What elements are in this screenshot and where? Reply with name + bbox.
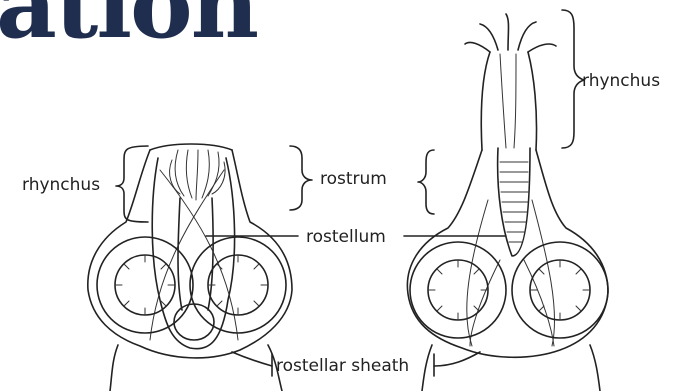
left-scolex-drawing [88, 144, 292, 391]
right-scolex-drawing [407, 14, 608, 391]
label-rostrum: rostrum [320, 169, 387, 189]
label-rostellar-sheath: rostellar sheath [276, 356, 409, 376]
rhynchus-left-bracket [116, 146, 148, 222]
sheath-leader-right [434, 352, 480, 366]
label-rostellum: rostellum [306, 227, 386, 247]
sheath-leader-left [232, 352, 272, 366]
label-rhynchus-left: rhynchus [22, 175, 100, 195]
rostrum-right-bracket [418, 150, 434, 214]
rostrum-bracket [290, 146, 312, 210]
label-rhynchus-right: rhynchus [582, 71, 660, 91]
rhynchus-right-bracket [562, 10, 584, 148]
